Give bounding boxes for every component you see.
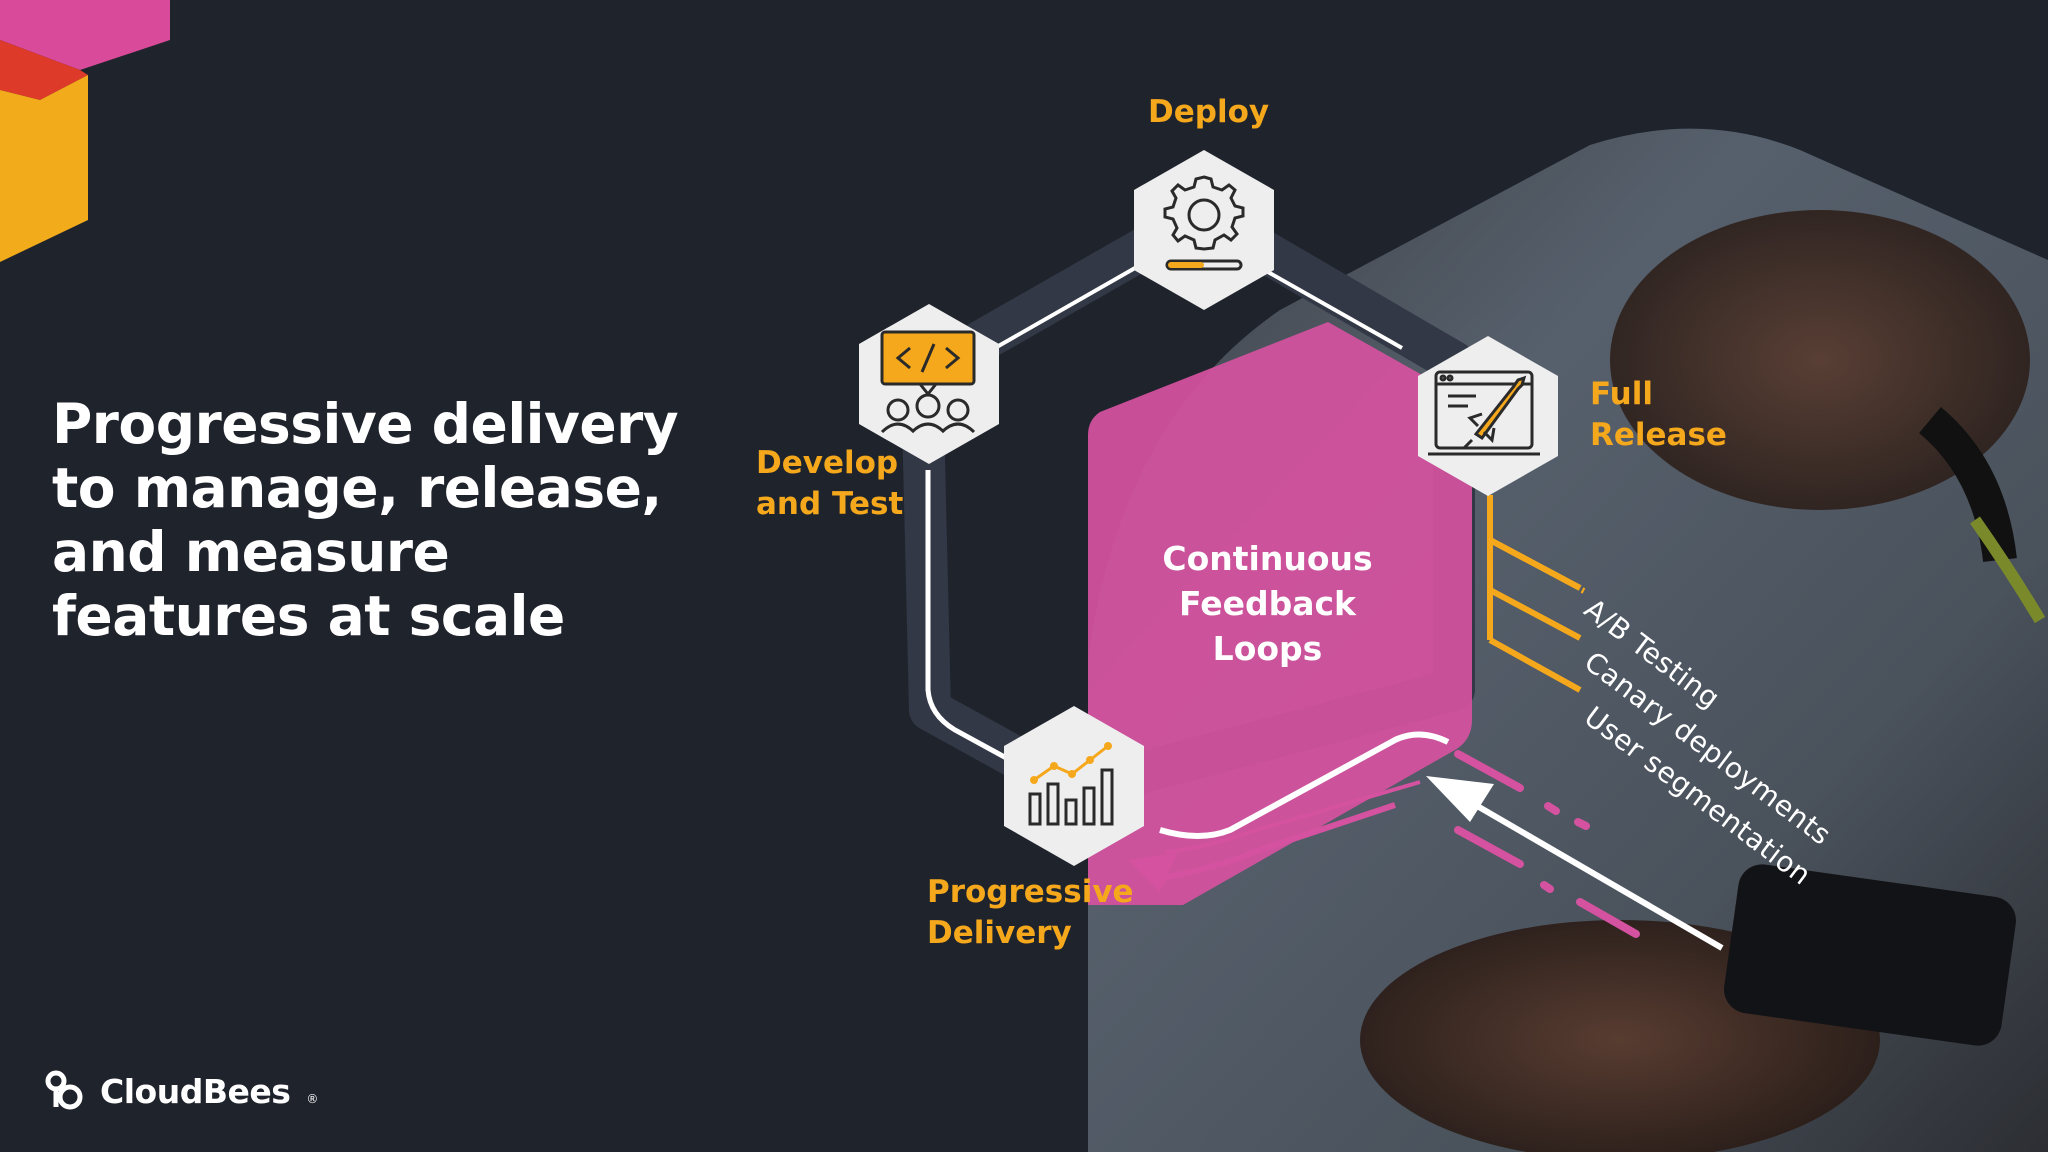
brand-logo: CloudBees ® [42,1066,318,1116]
headline: Progressive delivery to manage, release,… [52,392,679,648]
rocket-browser-icon [1428,370,1540,456]
cloudbees-logo-icon [45,1070,83,1110]
dash-5 [1540,881,1554,893]
feedback-path-pink-inner [1164,780,1421,854]
headline-line-3: and measure [52,520,450,584]
photo-wristband-accent [1970,516,2046,624]
feedback-path-pink [1159,802,1396,881]
photo-wristband-shape [1918,406,2017,563]
release-branch-line-1 [1488,537,1582,591]
loop-line-top-left [994,266,1136,350]
hex-node-full-release [1418,336,1558,496]
gear-progress-icon [1163,175,1245,271]
dash-3 [1574,818,1590,830]
dash-4 [1454,826,1524,868]
feedback-arrowhead-pink [1128,852,1178,892]
headline-line-1: Progressive delivery [52,392,679,456]
photo-phone-shape [1724,864,2016,1046]
dash-6 [1576,898,1640,938]
label-progressive-delivery: Progressive Delivery [927,874,1134,951]
label-develop-test: Develop and Test [756,445,904,522]
feedback-arrow-shaft [1458,793,1724,951]
feedback-arrowhead-white [1426,776,1494,822]
feedback-path-white [1159,731,1450,839]
brand-name: CloudBees [100,1071,291,1111]
dash-2 [1544,802,1560,815]
corner-shape-pink [0,0,170,70]
brand-registered-mark: ® [306,1092,319,1106]
corner-shape-yellow [0,75,88,262]
code-team-icon [880,330,976,434]
bar-chart-trend-icon [1028,742,1114,826]
corner-shape-red [0,40,88,100]
label-deploy: Deploy [1148,94,1270,130]
headline-line-4: features at scale [52,584,565,648]
center-label: Continuous Feedback Loops [1162,539,1373,668]
label-full-release: Full Release [1590,376,1727,453]
loop-line-top-right [1267,270,1403,350]
loop-line-left [925,470,1012,763]
headline-line-2: to manage, release, [52,456,662,520]
center-hexagon [1088,322,1472,905]
dash-1 [1454,750,1524,792]
